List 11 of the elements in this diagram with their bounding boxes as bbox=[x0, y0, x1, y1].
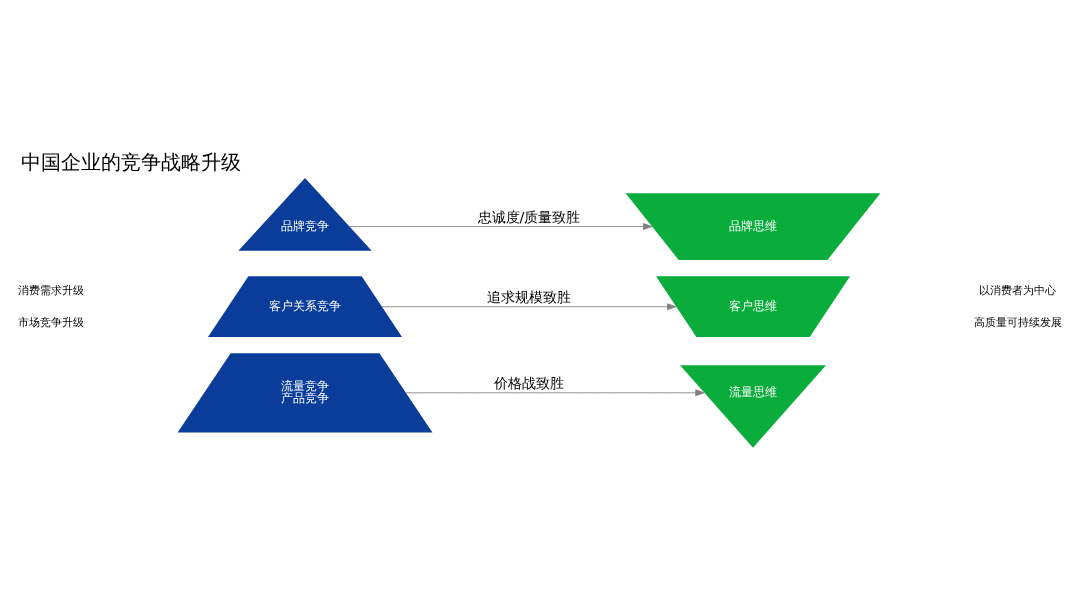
diagram-title: 中国企业的竞争战略升级 bbox=[20, 149, 241, 174]
edge-label: 忠诚度/质量致胜 bbox=[477, 208, 581, 225]
label: 高质量可持续发展 bbox=[973, 315, 1062, 329]
label: 市场竞争升级 bbox=[18, 315, 85, 329]
arrow bbox=[381, 302, 677, 310]
label: 以消费者为中心 bbox=[979, 283, 1057, 297]
arrow bbox=[349, 222, 653, 230]
arrow bbox=[405, 388, 705, 396]
label: 消费需求升级 bbox=[18, 283, 85, 297]
edge-label: 价格战致胜 bbox=[494, 374, 565, 391]
edge-label: 追求规模致胜 bbox=[487, 288, 572, 305]
